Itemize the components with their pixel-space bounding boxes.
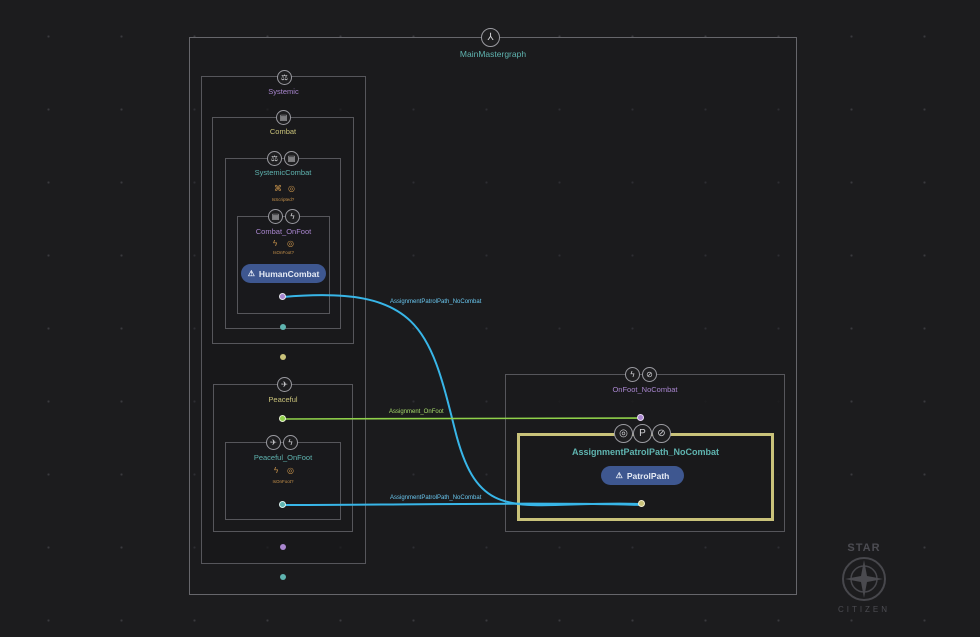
- edge-label-patrol-2: AssignmentPatrolPath_NoCombat: [390, 495, 482, 501]
- systemic-combat-title: SystemicCombat: [254, 168, 312, 177]
- footsteps-icon: ϟ: [273, 239, 278, 248]
- peaceful-title: Peaceful: [268, 395, 298, 404]
- warning-icon: ⚠: [615, 471, 623, 480]
- target-icon[interactable]: ◎: [614, 424, 633, 443]
- peaceful-onfoot-title: Peaceful_OnFoot: [253, 453, 313, 462]
- star-citizen-logo: STAR CITIZEN: [836, 542, 892, 618]
- port-systemic-combat[interactable]: [280, 324, 286, 330]
- footsteps-icon[interactable]: ϟ: [625, 367, 640, 382]
- port-peaceful-in[interactable]: [279, 415, 286, 422]
- query-icon: ◎: [287, 466, 294, 475]
- no-combat-icon[interactable]: ⊘: [642, 367, 657, 382]
- tank-icon[interactable]: ▤: [268, 209, 283, 224]
- main-mastergraph-title: MainMastergraph: [459, 49, 527, 59]
- port-peaceful-onfoot-out[interactable]: [279, 501, 286, 508]
- port-combat[interactable]: [280, 354, 286, 360]
- human-combat-node[interactable]: ⚠ HumanCombat: [241, 264, 326, 283]
- no-combat-icon[interactable]: ⊘: [652, 424, 671, 443]
- port-onfoot-nocombat[interactable]: [637, 414, 644, 421]
- patrol-path-label: PatrolPath: [626, 470, 670, 481]
- footsteps-icon: ϟ: [274, 466, 279, 475]
- combat-onfoot-title: Combat_OnFoot: [255, 227, 312, 236]
- airplane-icon[interactable]: ✈: [277, 377, 292, 392]
- systemic-title: Systemic: [268, 87, 299, 96]
- peaceful-onfoot-condition: IsOnFoot?: [272, 479, 294, 484]
- footsteps-icon[interactable]: ϟ: [285, 209, 300, 224]
- balance-icon[interactable]: ⚖: [277, 70, 292, 85]
- port-humancombat-out[interactable]: [279, 293, 286, 300]
- airplane-icon[interactable]: ✈: [266, 435, 281, 450]
- assignment-patrol-title: AssignmentPatrolPath_NoCombat: [571, 447, 720, 457]
- port-systemic[interactable]: [280, 574, 286, 580]
- balance-icon[interactable]: ⚖: [267, 151, 282, 166]
- onfoot-nocombat-title: OnFoot_NoCombat: [612, 385, 678, 394]
- script-icon: ⌘: [274, 184, 282, 193]
- logo-line2: CITIZEN: [837, 605, 891, 614]
- human-combat-label: HumanCombat: [258, 268, 320, 279]
- footsteps-icon[interactable]: ϟ: [283, 435, 298, 450]
- compass-star-icon: [842, 557, 886, 601]
- warning-icon: ⚠: [247, 269, 255, 278]
- query-icon: ◎: [287, 239, 294, 248]
- edge-label-patrol-1: AssignmentPatrolPath_NoCombat: [390, 299, 482, 305]
- combat-title: Combat: [269, 127, 297, 136]
- combat-onfoot-condition: IsOnFoot?: [272, 250, 294, 255]
- port-patrol-in[interactable]: [638, 500, 645, 507]
- edge-label-assignment-onfoot: Assignment_OnFoot: [389, 409, 444, 415]
- tank-icon[interactable]: ▤: [284, 151, 299, 166]
- patrol-path-node[interactable]: ⚠ PatrolPath: [601, 466, 684, 485]
- parking-icon[interactable]: P: [633, 424, 652, 443]
- tank-icon[interactable]: ▤: [276, 110, 291, 125]
- network-icon[interactable]: ⅄: [481, 28, 500, 47]
- peaceful-onfoot-frame[interactable]: ✈ ϟ Peaceful_OnFoot ϟ ◎ IsOnFoot?: [225, 435, 341, 520]
- systemic-combat-condition: IsScripted?: [271, 197, 295, 202]
- query-icon: ◎: [288, 184, 295, 193]
- port-peaceful[interactable]: [280, 544, 286, 550]
- logo-line1: STAR: [847, 542, 881, 554]
